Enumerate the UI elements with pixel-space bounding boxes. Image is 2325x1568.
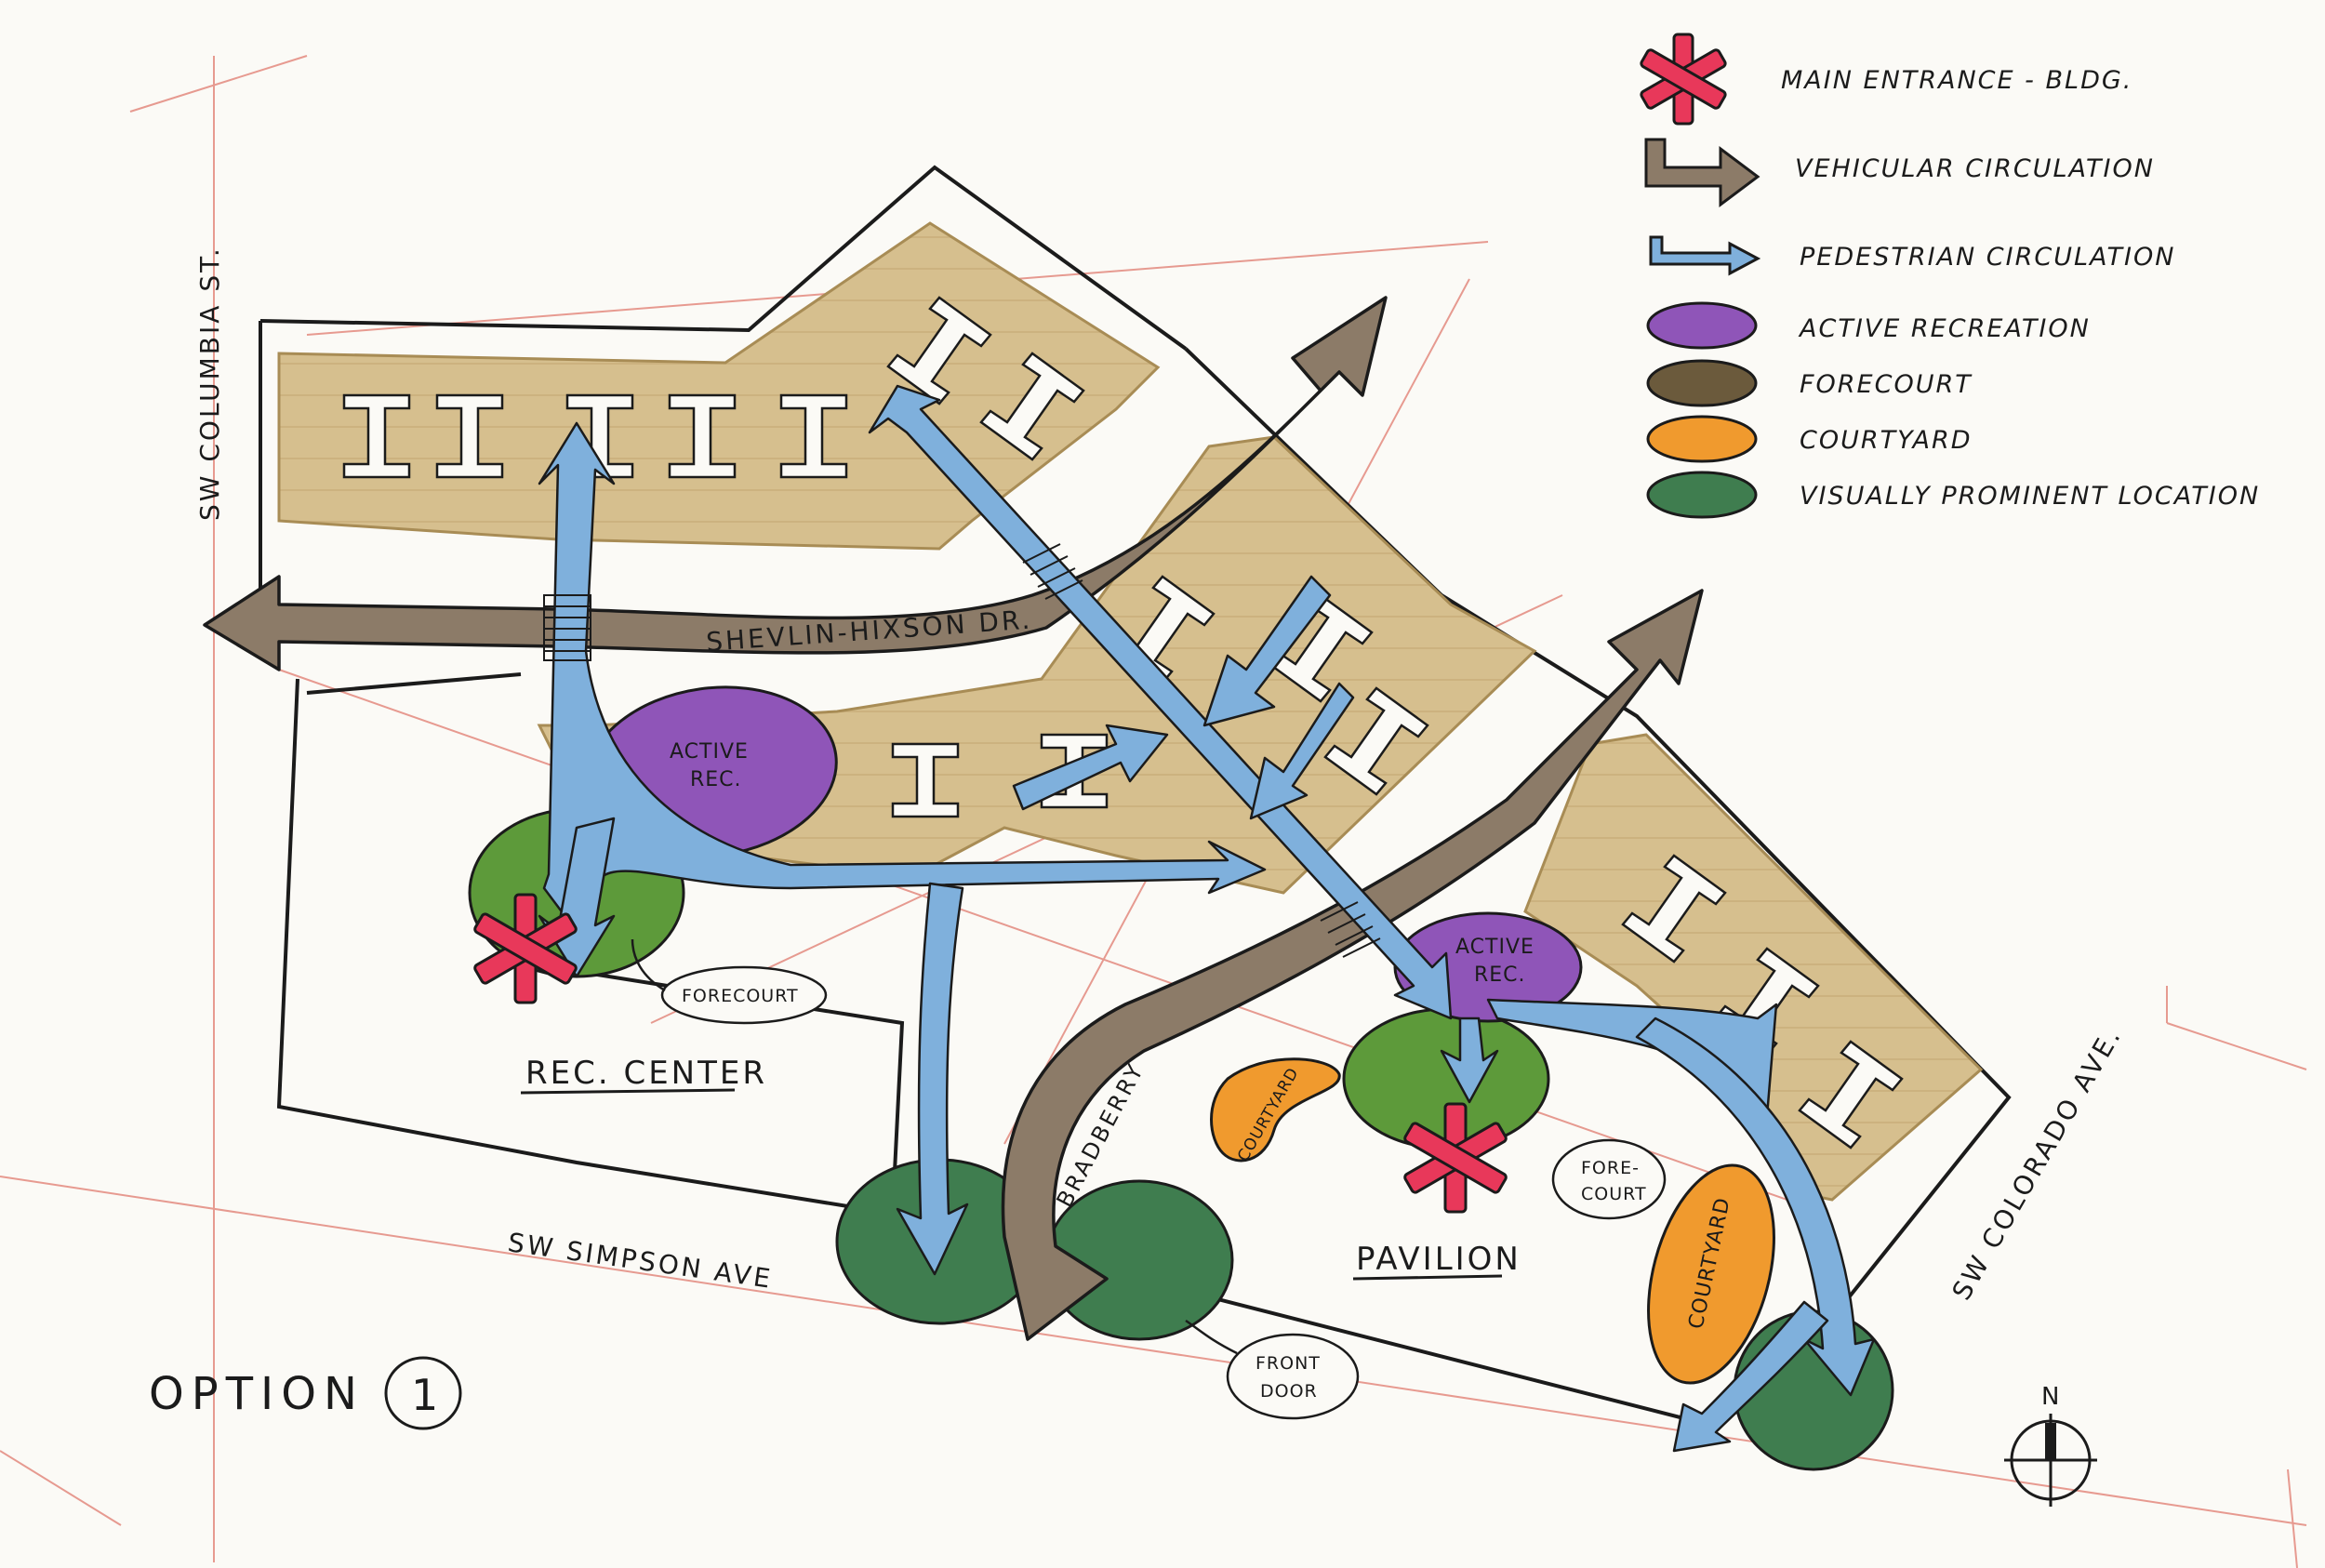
option-number-circle (384, 1356, 462, 1430)
ped-arrow-pavilion (1440, 1017, 1499, 1104)
crosswalks (543, 543, 1381, 958)
courtyard-large-oval (1647, 1163, 1775, 1385)
active-rec-1-label-line2: REC. (690, 768, 742, 791)
legend-forecourt-symbol (1646, 359, 1758, 407)
callout-front-door-line1: FRONT (1256, 1353, 1321, 1374)
building-corridors (342, 296, 1904, 1149)
callout-forecourt-1-text: FORECOURT (682, 986, 799, 1006)
bradberry-vehicle-arrow (1001, 589, 1704, 1341)
callout-forecourt-2-line2: COURT (1581, 1184, 1647, 1204)
callout-front-door-line2: DOOR (1260, 1381, 1318, 1402)
rec-center-underline (520, 1088, 736, 1095)
option-label: OPTION (149, 1368, 365, 1420)
option-number: 1 (411, 1370, 440, 1420)
active-rec-2-label-line2: REC. (1474, 963, 1526, 987)
ped-arrow-colorado-south (1635, 1017, 1876, 1397)
main-entrance-rec-center (473, 893, 578, 1004)
north-label: N (2041, 1383, 2061, 1411)
legend-label-pedestrian: PEDESTRIAN CIRCULATION (1800, 243, 2175, 272)
legend-entrance-symbol (1640, 33, 1727, 126)
ped-arrow-colorado (1486, 998, 1778, 1118)
vehicular-circulation (203, 296, 1704, 1341)
legend-label-entrance: MAIN ENTRANCE - BLDG. (1781, 66, 2132, 95)
shevlin-hixson-vehicle-arrow (203, 296, 1388, 671)
main-entrance-pavilion (1403, 1102, 1508, 1214)
pedestrian-circulation (538, 384, 1876, 1453)
street-label-simpson: SW SIMPSON AVE (506, 1227, 775, 1295)
legend-label-vehicle: VEHICULAR CIRCULATION (1795, 154, 2155, 183)
ped-arrow-diagonal (868, 384, 1453, 1020)
ped-arrow-south (896, 882, 969, 1276)
callout-front-door: FRONT DOOR (1185, 1319, 1360, 1420)
active-rec-1-label-line1: ACTIVE (670, 740, 749, 764)
rec-center-label: REC. CENTER (525, 1055, 767, 1092)
callout-forecourt-1: FORECOURT (631, 938, 828, 1025)
pavilion-label: PAVILION (1356, 1241, 1521, 1278)
ped-arrow-colorado-southwest (1672, 1300, 1829, 1453)
legend-label-prominent: VISUALLY PROMINENT LOCATION (1800, 482, 2260, 511)
legend-label-active-rec: ACTIVE RECREATION (1798, 314, 2091, 343)
pavilion-underline (1352, 1274, 1503, 1281)
ped-arrow-central-3 (1249, 682, 1355, 820)
legend: MAIN ENTRANCE - BLDG. VEHICULAR CIRCULAT… (1640, 33, 2260, 519)
construction-lines (0, 55, 2307, 1568)
legend-pedestrian-symbol (1649, 235, 1761, 276)
legend-vehicle-symbol (1644, 138, 1760, 207)
callout-forecourt-2: FORE- COURT (1551, 1138, 1667, 1220)
north-arrow: N (2004, 1383, 2097, 1507)
legend-prominent-symbol (1646, 471, 1758, 519)
building-north (277, 221, 1161, 551)
street-label-columbia: SW COLUMBIA ST. (194, 246, 225, 521)
legend-label-courtyard: COURTYARD (1800, 426, 1973, 455)
legend-label-forecourt: FORECOURT (1800, 370, 1973, 399)
ped-arrow-central-2 (1012, 724, 1169, 811)
courtyard-small-shape (1210, 1057, 1341, 1163)
ped-arrow-central-1 (1202, 575, 1332, 727)
legend-active-rec-symbol (1646, 301, 1758, 350)
callout-forecourt-2-line1: FORE- (1581, 1158, 1640, 1178)
legend-courtyard-symbol (1646, 415, 1758, 463)
active-rec-2-label-line1: ACTIVE (1455, 936, 1534, 959)
